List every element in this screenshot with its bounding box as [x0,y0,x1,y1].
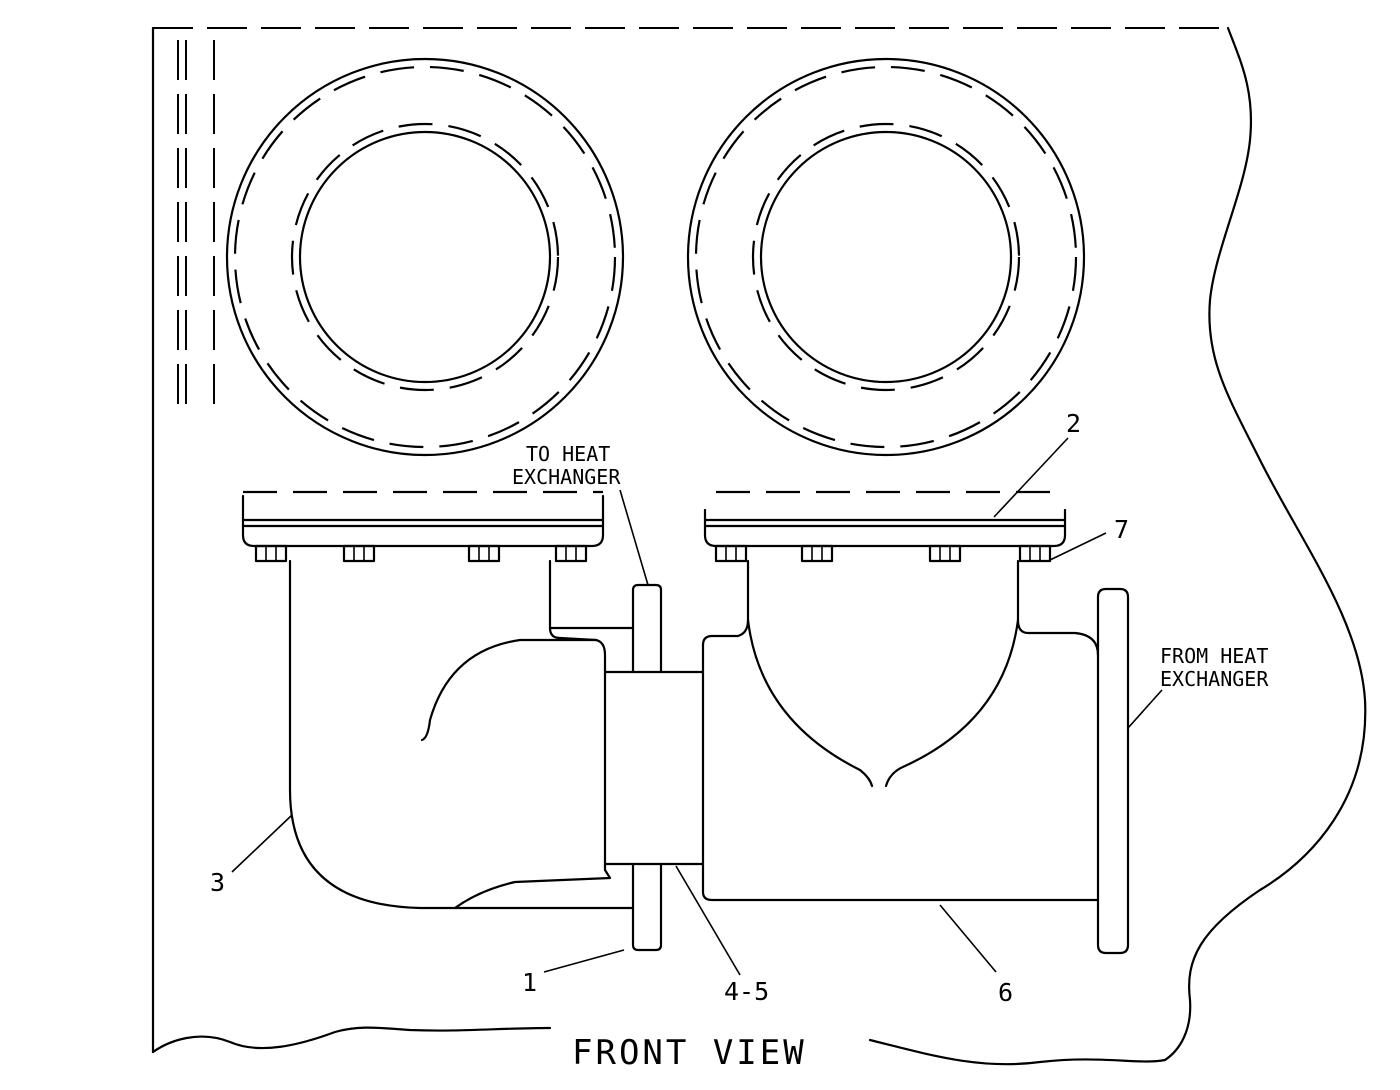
left-bolts [254,544,588,563]
right-bolts [714,544,1052,563]
part-label-6: 6 [998,978,1013,1007]
view-caption: FRONT VIEW [572,1033,807,1073]
elbow-3 [288,559,635,910]
part-label-3: 3 [210,868,225,897]
right-flange-plate [703,490,1067,548]
from-heat-exchanger-label-line1: FROM HEAT [1160,644,1268,668]
part-label-7: 7 [1114,515,1129,544]
to-heat-exchanger-label-line1: TO HEAT [526,442,610,466]
right-round-port [686,57,1086,457]
part-label-2: 2 [1066,409,1081,438]
coupler-4-5 [603,670,705,866]
left-round-port [225,57,625,457]
tee-6 [701,559,1130,955]
part-label-4-5: 4-5 [724,977,769,1006]
leader-lines [231,437,1163,976]
from-heat-exchanger-label-line2: EXCHANGER [1160,667,1269,691]
part-label-1: 1 [522,968,537,997]
flange-1 [631,583,663,952]
left-flange-plate [241,490,605,548]
to-heat-exchanger-label-line2: EXCHANGER [512,465,621,489]
panel-outline [151,26,1367,1066]
